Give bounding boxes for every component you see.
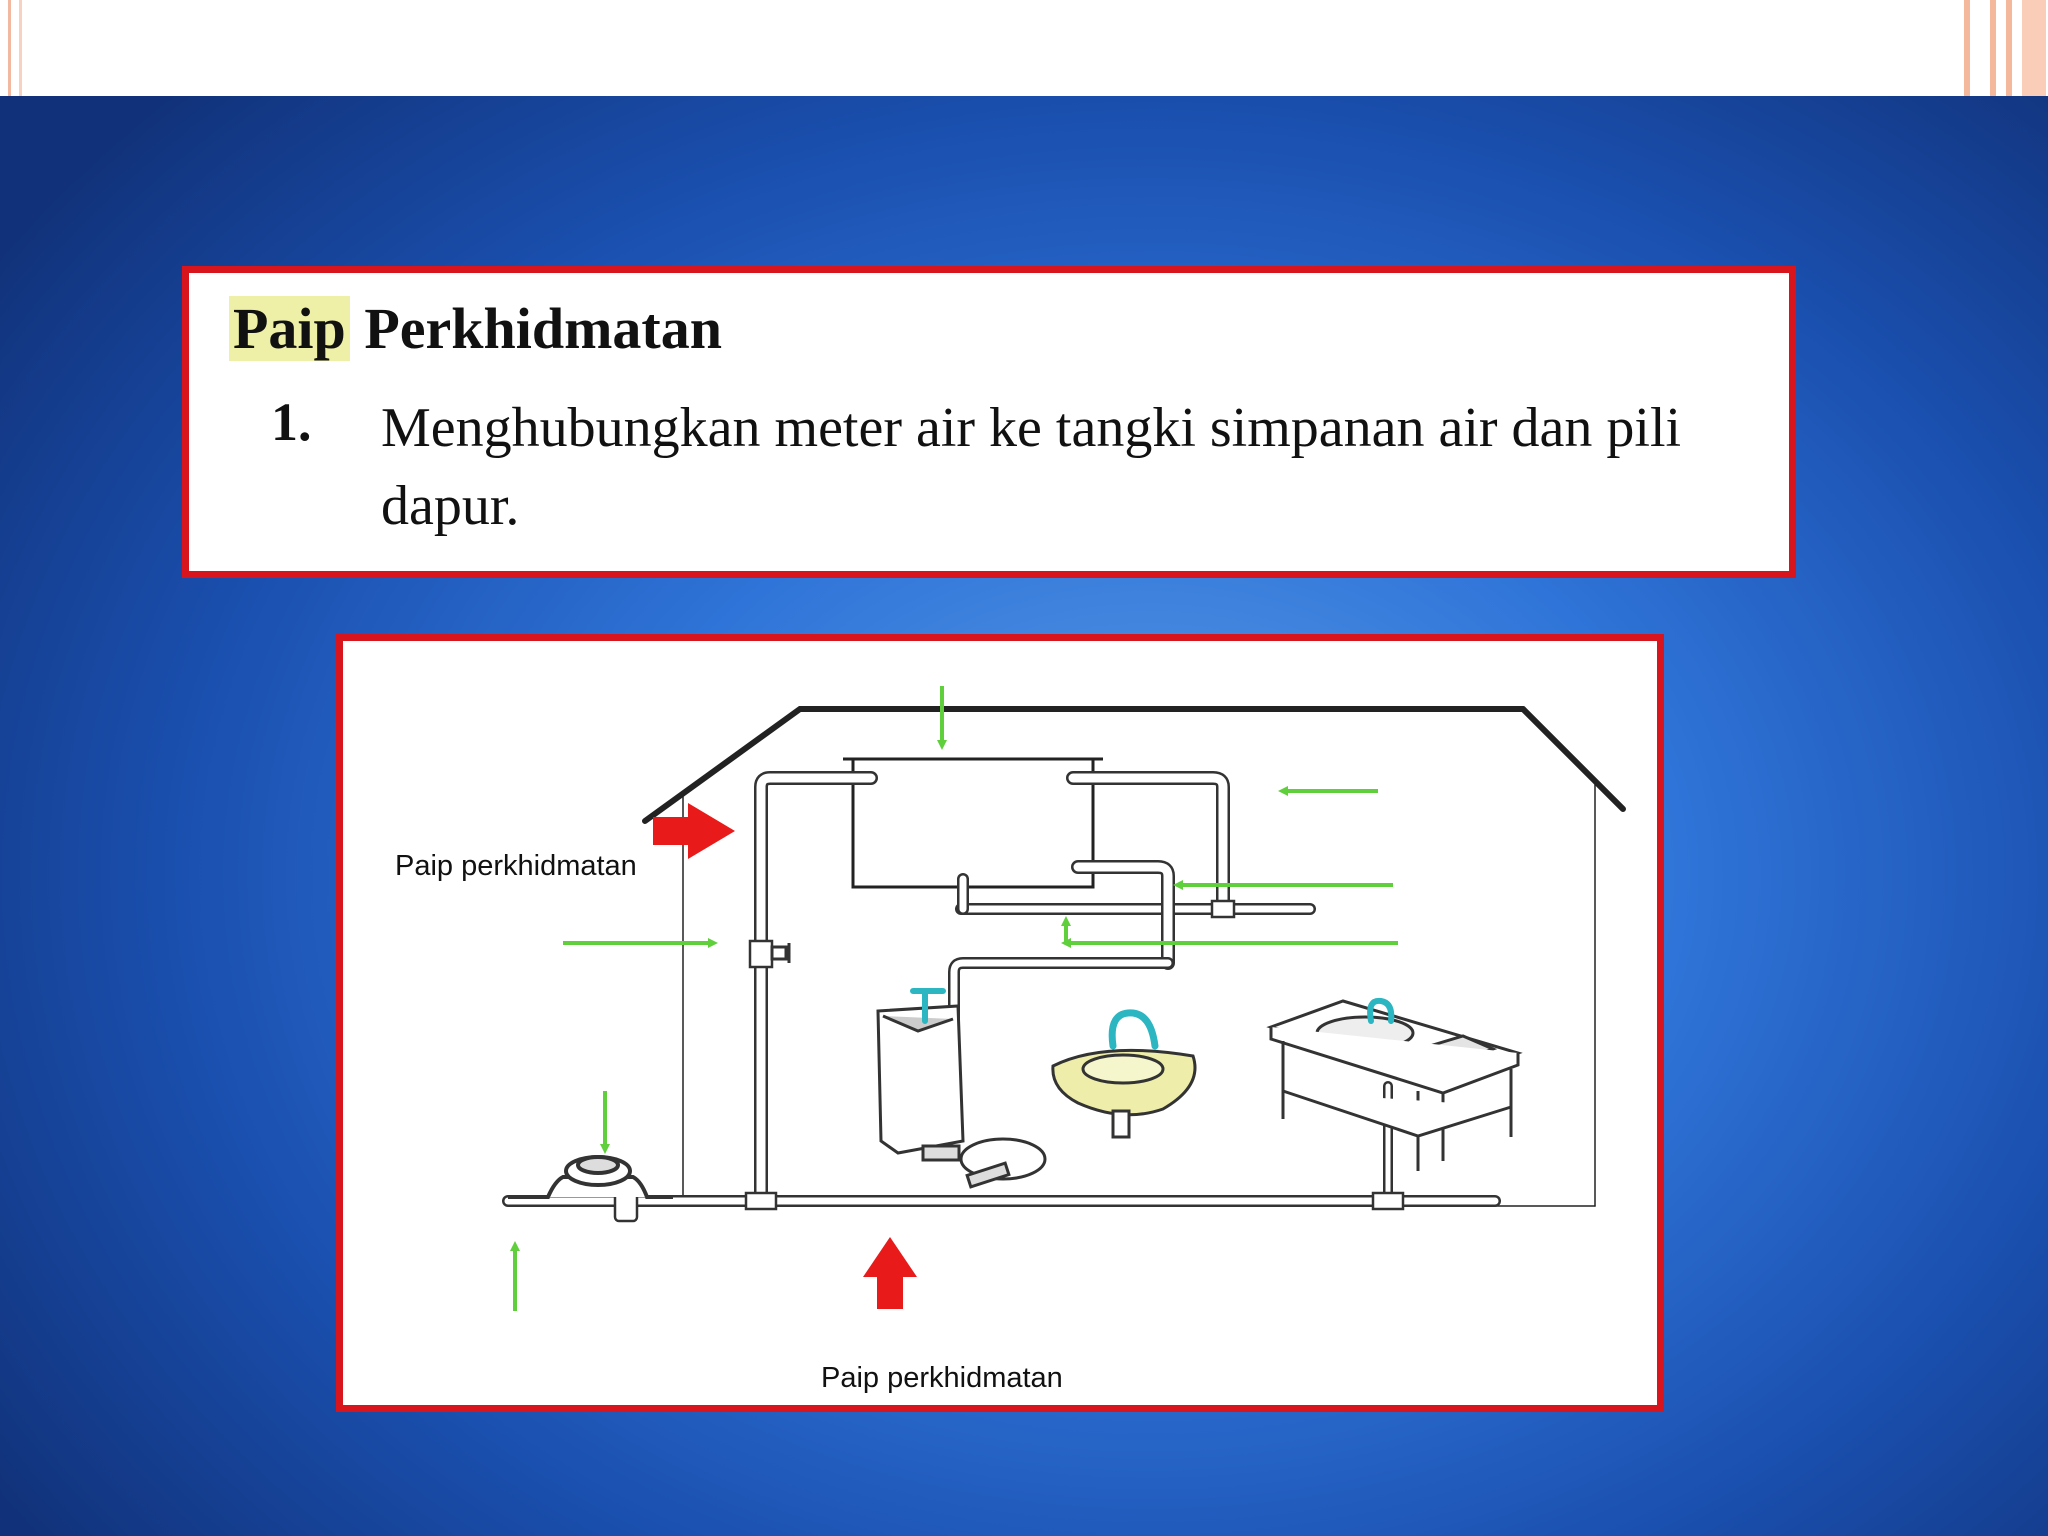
- green-arrows: [510, 686, 1398, 1311]
- label-paip-perkhidmatan-left: Paip perkhidmatan: [395, 850, 637, 882]
- red-arrow-up: [863, 1237, 917, 1309]
- heading-rest: Perkhidmatan: [364, 296, 722, 361]
- storage-tank: [851, 757, 1095, 889]
- pipe-network: [502, 771, 1501, 1208]
- cistern-tap-icon: [910, 988, 946, 1024]
- wash-basin-icon: [1051, 1048, 1197, 1139]
- heading-highlight: Paip: [229, 296, 350, 361]
- toilet-icon: [876, 1004, 1047, 1189]
- kitchen-sink-icon: [1266, 999, 1523, 1171]
- red-arrows: [653, 803, 917, 1309]
- left-decor-stripes: [8, 0, 22, 96]
- text-panel: Paip Perkhidmatan 1. Menghubungkan meter…: [182, 266, 1796, 578]
- water-meter-icon: [508, 1155, 673, 1199]
- top-white-strip: [0, 0, 2048, 96]
- right-decor-stripes: [1960, 0, 2048, 96]
- plumbing-diagram-panel: Paip perkhidmatan Paip perkhidmatan: [336, 634, 1664, 1412]
- panel-heading: Paip Perkhidmatan: [229, 295, 722, 362]
- label-paip-perkhidmatan-bottom: Paip perkhidmatan: [821, 1362, 1063, 1394]
- list-item-text: Menghubungkan meter air ke tangki simpan…: [381, 397, 1682, 537]
- red-arrow-right: [653, 803, 735, 859]
- kitchen-tap-icon: [1367, 997, 1395, 1024]
- list-item-number: 1.: [271, 392, 312, 452]
- basin-tap-icon: [1108, 1009, 1159, 1050]
- stop-valve-icon: [770, 943, 791, 963]
- plumbing-diagram: Paip perkhidmatan Paip perkhidmatan: [395, 686, 1626, 1394]
